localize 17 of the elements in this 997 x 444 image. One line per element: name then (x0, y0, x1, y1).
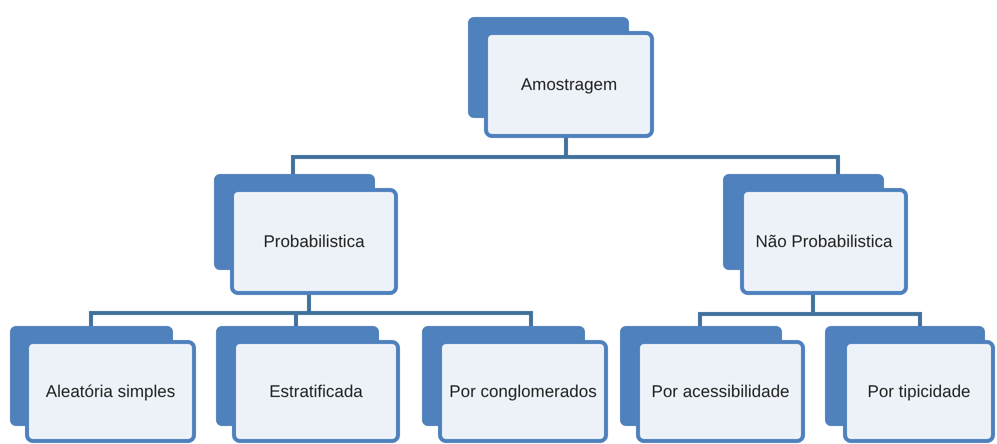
stacked-card (422, 326, 608, 443)
node-label: Probabilistica (263, 230, 365, 252)
node-label: Amostragem (520, 74, 618, 96)
node-label: Aleatória simples (46, 380, 176, 402)
node-label: Estratificada (269, 380, 363, 402)
stacked-card (723, 174, 908, 295)
node-label: Não Probabilistica (755, 230, 892, 252)
stacked-card (216, 326, 400, 443)
stacked-card (620, 326, 805, 443)
stacked-card (10, 326, 196, 443)
stacked-card (825, 326, 995, 443)
connector-line (564, 138, 840, 174)
node-label: Por conglomerados (449, 380, 597, 402)
node-label: Por acessibilidade (652, 380, 790, 402)
node-label: Por tipicidade (867, 380, 970, 402)
stacked-card (468, 17, 654, 138)
stacked-card (214, 174, 398, 295)
